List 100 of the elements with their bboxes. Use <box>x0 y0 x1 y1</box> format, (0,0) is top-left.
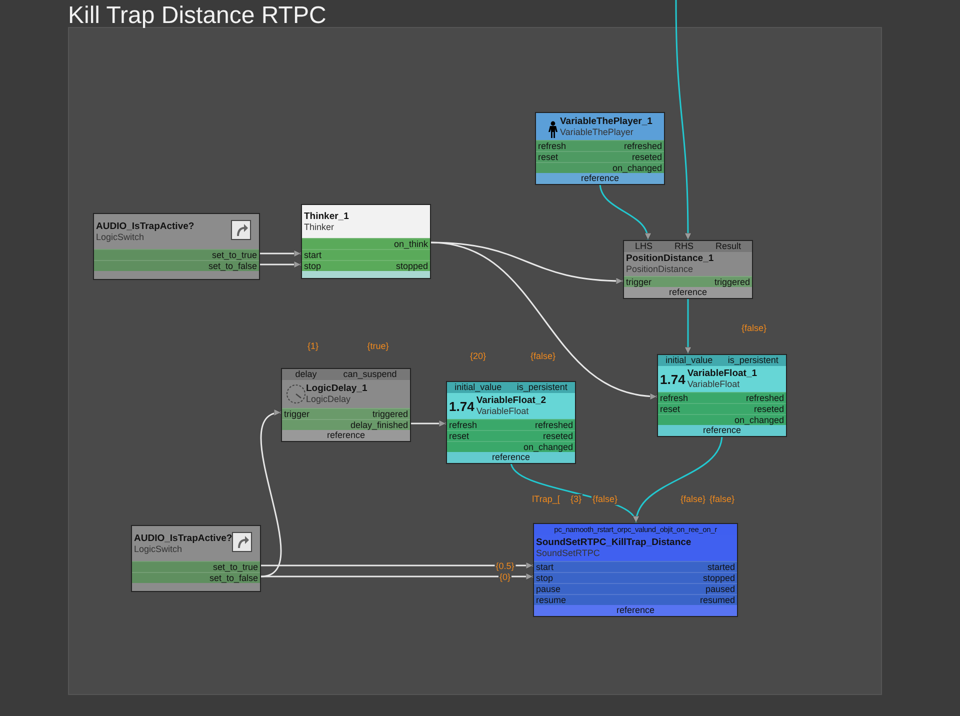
flow-node <box>533 523 738 617</box>
default-value-label: lTrap_[ <box>531 494 561 505</box>
output-port-label: on_think <box>394 238 428 250</box>
flow-node <box>657 354 787 437</box>
default-value-label: {false} <box>708 494 736 505</box>
output-port-label: paused <box>705 584 735 594</box>
flow-node <box>131 525 261 592</box>
output-port-label: stopped <box>702 572 735 584</box>
output-port-label: reseted <box>632 152 662 162</box>
input-port-label: Result <box>715 241 741 252</box>
output-port-label: refreshed <box>624 140 662 152</box>
output-port-label: on_changed <box>523 442 573 452</box>
output-port-label: triggered <box>714 276 750 288</box>
node-type: VariableFloat <box>476 406 530 417</box>
input-port-label: resume <box>536 594 566 606</box>
value-readout: 1.74 <box>449 400 474 412</box>
default-value-label: {3} <box>569 494 583 505</box>
connection-wire <box>260 410 282 578</box>
output-port-label: reference <box>492 452 530 463</box>
output-port-label: started <box>707 562 735 572</box>
output-port-label: refreshed <box>534 420 573 430</box>
input-port-label: is_persistent <box>728 355 778 366</box>
output-port-label: reseted <box>754 404 784 414</box>
input-port-label: start <box>536 562 554 572</box>
default-value-label: {false} <box>529 351 557 362</box>
node-title: VariableFloat_1 <box>687 368 758 379</box>
node-type: LogicSwitch <box>134 544 184 554</box>
input-port-label: refresh <box>660 392 688 404</box>
node-title: Thinker_1 <box>304 210 349 222</box>
node-type: PositionDistance <box>626 264 694 275</box>
node-title: LogicDelay_1 <box>306 383 368 394</box>
default-value-label: {20} <box>468 351 488 362</box>
output-port-label: set_to_false <box>209 572 258 584</box>
input-port-label: reset <box>449 430 470 442</box>
node-title: SoundSetRTPC_KillTrap_Distance <box>536 537 692 548</box>
connection-wire <box>675 0 692 240</box>
node-type: VariableFloat <box>687 379 741 390</box>
flow-node <box>446 381 576 464</box>
output-port-label: set_to_false <box>208 260 257 272</box>
input-port-label: start <box>304 250 322 260</box>
connection-wire <box>599 182 651 240</box>
graph-title: Kill Trap Distance RTPC <box>68 2 326 30</box>
flow-node <box>535 112 665 185</box>
default-value-label: {false} <box>679 494 707 505</box>
output-port-label: refreshed <box>746 392 784 404</box>
node-type: Thinker <box>304 222 336 232</box>
node-type: LogicDelay <box>306 394 352 405</box>
input-port-label: reset <box>538 152 558 162</box>
input-port-label: stop <box>304 260 322 272</box>
input-port-label: initial_value <box>454 382 502 393</box>
output-port-label: triggered <box>372 408 408 420</box>
connection-wire <box>633 434 723 524</box>
output-port-label: set_to_true <box>212 562 258 572</box>
output-port-label: reference <box>668 287 708 298</box>
output-port-label: reference <box>326 430 366 441</box>
connection-wire <box>260 250 302 258</box>
input-port-label: initial_value <box>666 355 713 366</box>
input-port-label: stop <box>536 572 554 584</box>
input-port-label: refresh <box>449 420 478 430</box>
edge-label: {0.5} <box>494 560 516 570</box>
node-title: AUDIO_IsTrapActive? <box>134 532 232 544</box>
input-port-label: LHS <box>634 241 652 252</box>
flow-node <box>301 204 431 279</box>
connection-wire <box>261 572 534 580</box>
input-port-label: can_suspend <box>343 369 397 380</box>
value-readout: 1.74 <box>660 374 686 384</box>
output-port-label: resumed <box>700 594 735 606</box>
input-port-label: reset <box>660 404 680 414</box>
default-value-label: {false} <box>591 494 619 505</box>
node-type: VariableThePlayer <box>560 126 634 138</box>
input-port-label: pause <box>536 584 561 594</box>
input-port-label: is_persistent <box>516 382 568 393</box>
connection-wire <box>260 260 302 268</box>
output-port-label: set_to_true <box>212 250 257 260</box>
flow-node <box>623 240 753 299</box>
output-port-label: on_changed <box>612 162 662 174</box>
output-port-label: reseted <box>542 430 573 442</box>
input-port-label: RHS <box>674 241 694 252</box>
connection-wire <box>261 562 534 570</box>
connection-wire <box>430 242 658 400</box>
node-type: LogicSwitch <box>96 232 146 242</box>
input-port-label: trigger <box>284 408 310 420</box>
input-port-label: delay <box>295 369 317 380</box>
connection-wire <box>684 297 692 354</box>
output-port-label: reference <box>702 425 742 436</box>
node-title: VariableThePlayer_1 <box>560 116 652 126</box>
output-port-label: stopped <box>396 260 428 272</box>
output-port-label: delay_finished <box>350 420 408 430</box>
default-value-label: {false} <box>740 323 768 334</box>
input-port-label: trigger <box>626 276 652 288</box>
node-title: PositionDistance_1 <box>626 253 714 264</box>
connection-wire <box>411 420 446 428</box>
node-title: AUDIO_IsTrapActive? <box>96 220 194 232</box>
output-port-label: on_changed <box>734 414 784 426</box>
node-title: VariableFloat_2 <box>476 395 546 406</box>
input-port-label: refresh <box>538 140 566 152</box>
node-type: SoundSetRTPC <box>536 548 601 559</box>
default-value-label: {1} <box>306 341 320 352</box>
flow-node <box>281 368 411 442</box>
output-port-label: reference <box>616 605 655 616</box>
